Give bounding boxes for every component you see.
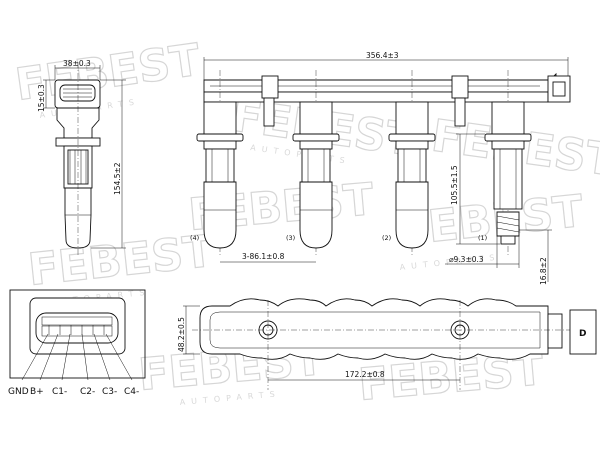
bottom-view: 48.2±0.5 172.2±0.8 D xyxy=(177,298,597,390)
pinout-plug xyxy=(35,312,119,344)
view-label-box xyxy=(569,309,597,355)
side-view: 38±0.3 15±0.3 154.5±2 xyxy=(37,59,126,255)
view-label-d: D xyxy=(579,329,586,339)
dim-boot-diameter: ⌀9.3±0.3 xyxy=(449,255,484,264)
base-outline xyxy=(199,298,549,360)
cylinder-label-1: (1) xyxy=(478,234,487,242)
mount-lug-left xyxy=(261,75,279,99)
coil-tower-1 xyxy=(484,101,532,245)
pin-label-c2: C2- xyxy=(80,387,95,397)
pin-label-bplus: B+ xyxy=(30,387,44,397)
dim-mount-spacing: 172.2±0.8 xyxy=(345,370,385,379)
front-view: 356.4±3 xyxy=(190,51,571,285)
pin-label-c3: C3- xyxy=(102,387,117,397)
watermark-text-4: FEBEST xyxy=(26,226,216,296)
pinout-frame xyxy=(9,289,146,379)
dim-connector-width: 38±0.3 xyxy=(63,59,91,68)
connector-pinout: GND B+ C1- C2- C3- C4- xyxy=(8,289,146,397)
coil-tower-4 xyxy=(196,101,244,249)
pin-label-c4: C4- xyxy=(124,387,139,397)
mount-lug-right xyxy=(451,75,469,99)
cylinder-label-4: (4) xyxy=(190,234,199,242)
rail-body xyxy=(203,91,549,103)
dim-spacing: 3-86.1±0.8 xyxy=(242,252,285,261)
cylinder-label-2: (2) xyxy=(382,234,391,242)
dim-tip-length: 16.8±2 xyxy=(539,257,548,285)
pin-label-gnd: GND xyxy=(8,387,29,397)
coil-tower-3 xyxy=(292,101,340,249)
dim-total-height: 154.5±2 xyxy=(113,162,122,195)
pin-label-c1: C1- xyxy=(52,387,67,397)
dim-base-height: 48.2±0.5 xyxy=(177,317,186,352)
coil-tower-2 xyxy=(388,101,436,249)
dim-connector-height: 15±0.3 xyxy=(37,84,46,112)
bottom-connector xyxy=(547,313,563,349)
dim-boot-length: 105.5±1.5 xyxy=(450,165,459,205)
dim-total-length: 356.4±3 xyxy=(366,51,399,60)
cylinder-label-3: (3) xyxy=(286,234,295,242)
rail-top xyxy=(203,72,557,93)
